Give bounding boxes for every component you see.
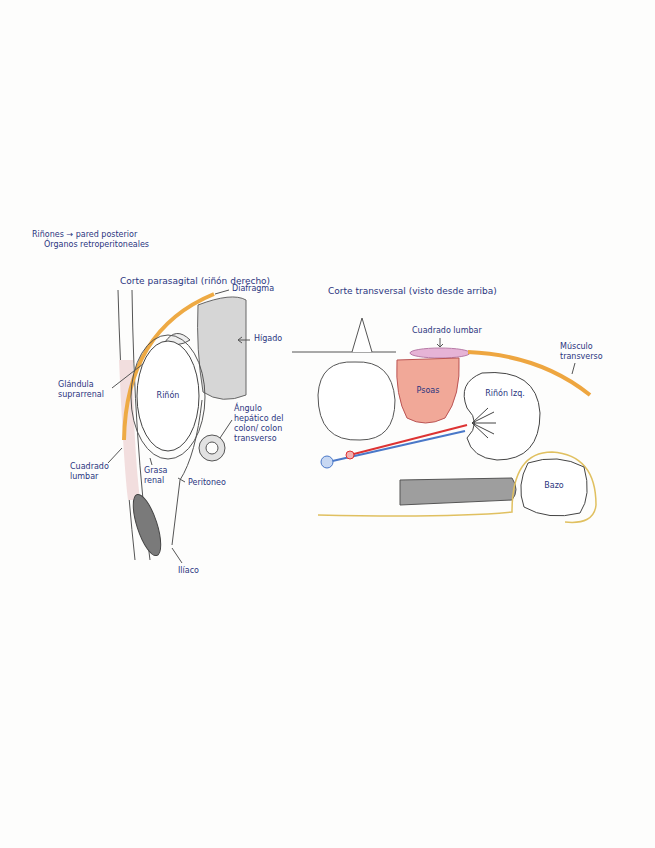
anatomy-label: Ilíaco [178, 566, 199, 576]
organ-shape: Riñón Izq. [452, 368, 542, 463]
organ-label: Psoas [417, 386, 440, 396]
organ-shape: Bazo [518, 455, 590, 517]
anatomy-label: Órganos retroperitoneales [44, 240, 149, 250]
organ-label: Bazo [544, 481, 563, 491]
anatomy-label: Ángulo hepático del colon/ colon transve… [234, 404, 298, 444]
anatomy-label: Músculo transverso [560, 342, 620, 362]
anatomy-label: Cuadrado lumbar [70, 462, 110, 482]
anatomy-label: Riñones → pared posterior [32, 230, 137, 240]
organ-shape: Psoas [395, 356, 461, 426]
anatomy-label: Peritoneo [188, 478, 226, 488]
organ-label: Riñón [157, 391, 180, 401]
anatomy-label: Cuadrado lumbar [412, 326, 482, 336]
anatomy-label: Hígado [254, 334, 282, 344]
organ-shape: Riñón [136, 340, 200, 452]
anatomy-label: Diafragma [232, 284, 274, 294]
organ-label: Riñón Izq. [485, 389, 525, 399]
section-title: Corte transversal (visto desde arriba) [328, 286, 497, 296]
anatomy-label: Grasa renal [144, 466, 174, 486]
anatomy-label: Glándula suprarrenal [58, 380, 110, 400]
organ-outline [452, 368, 542, 463]
